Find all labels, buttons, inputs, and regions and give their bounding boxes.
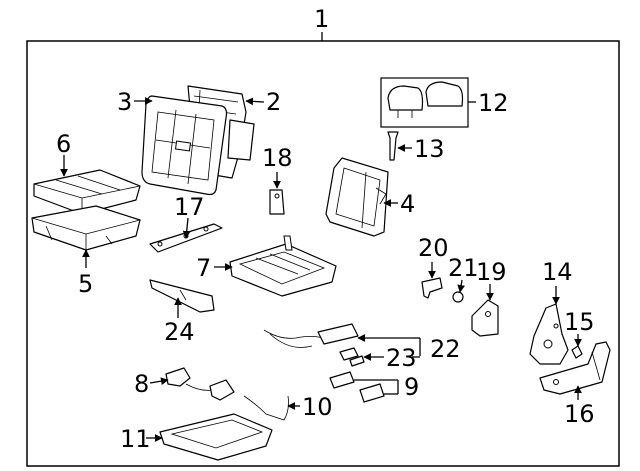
part-trim-piece-18 bbox=[269, 189, 285, 215]
callout-23: 23 bbox=[386, 344, 417, 372]
leader-21 bbox=[457, 279, 466, 293]
part-seat-back-frame bbox=[325, 157, 389, 237]
callout-16: 16 bbox=[564, 400, 595, 428]
callout-7: 7 bbox=[196, 254, 211, 282]
callout-8: 8 bbox=[134, 370, 149, 398]
part-clip bbox=[452, 291, 464, 303]
callout-5: 5 bbox=[78, 270, 93, 298]
part-wiring-harness bbox=[263, 323, 359, 348]
part-release-lever bbox=[529, 303, 569, 365]
callout-21: 21 bbox=[448, 254, 479, 282]
part-headrests bbox=[387, 81, 464, 118]
diagram-border bbox=[26, 40, 620, 467]
callout-12: 12 bbox=[478, 89, 509, 117]
part-recliner-handle bbox=[165, 367, 235, 401]
callout-1: 1 bbox=[314, 5, 329, 33]
part-connectors bbox=[339, 347, 365, 367]
part-cushion-cover bbox=[33, 169, 141, 215]
part-seat-back-cover bbox=[141, 95, 228, 196]
part-bracket-19 bbox=[471, 299, 499, 337]
callout-17: 17 bbox=[174, 193, 205, 221]
callout-14: 14 bbox=[542, 258, 573, 286]
callout-18: 18 bbox=[262, 144, 293, 172]
callout-6: 6 bbox=[56, 130, 71, 158]
callout-4: 4 bbox=[400, 190, 415, 218]
part-cable bbox=[243, 395, 289, 421]
part-release-latch bbox=[421, 277, 443, 299]
part-headrest-guide bbox=[387, 131, 399, 161]
callout-20: 20 bbox=[418, 234, 449, 262]
callout-24: 24 bbox=[164, 318, 195, 346]
callout-19: 19 bbox=[476, 258, 507, 286]
part-trim-panel bbox=[149, 279, 215, 313]
part-track-covers bbox=[329, 371, 385, 403]
callout-13: 13 bbox=[414, 135, 445, 163]
callout-15: 15 bbox=[564, 308, 595, 336]
part-seat-base-frame bbox=[229, 235, 337, 297]
part-clip-15 bbox=[571, 345, 583, 359]
part-cushion-pad bbox=[31, 205, 141, 251]
part-track-tray bbox=[159, 413, 273, 461]
part-side-shield bbox=[539, 341, 611, 395]
callout-2: 2 bbox=[266, 88, 281, 116]
callout-3: 3 bbox=[117, 88, 132, 116]
leader-17 bbox=[182, 217, 191, 239]
leader-8 bbox=[149, 377, 169, 386]
callout-22: 22 bbox=[430, 335, 461, 363]
callout-10: 10 bbox=[302, 393, 333, 421]
leader-2 bbox=[245, 97, 265, 106]
callout-11: 11 bbox=[120, 425, 151, 453]
callout-9: 9 bbox=[404, 373, 419, 401]
